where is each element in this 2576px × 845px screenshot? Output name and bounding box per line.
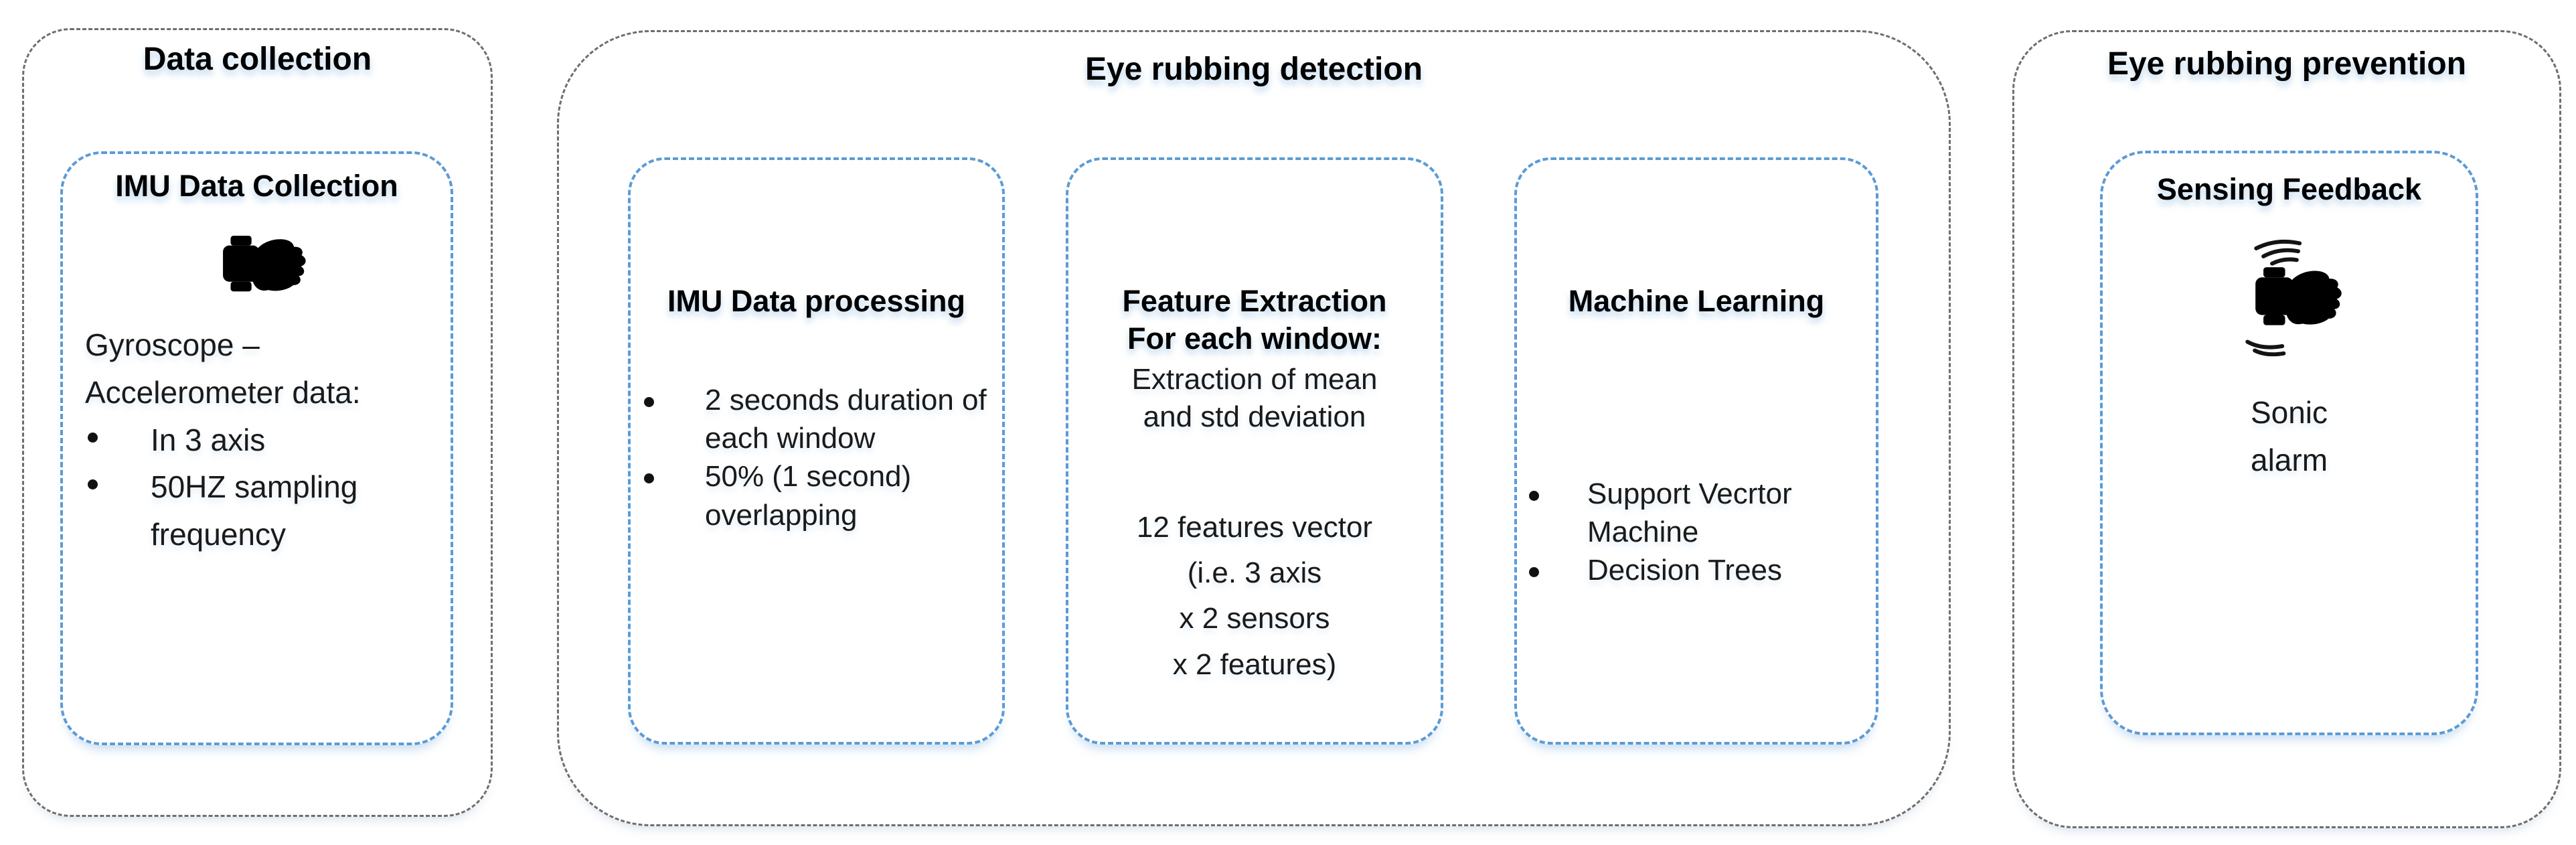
vibration-wave-top [2261, 248, 2300, 258]
section-eye-rubbing-detection: Eye rubbing detection IMU Data processin… [557, 30, 1951, 826]
machine-learning-bullets: Support Vecrtor Machine Decision Trees [1529, 475, 1865, 590]
bullet-dot [644, 473, 654, 484]
list-item: In 3 axis [85, 416, 441, 464]
bullet-dot [1529, 567, 1539, 578]
bullet-text: 2 seconds duration of each window [705, 384, 987, 455]
card-title-imu-data-collection: IMU Data Collection [115, 169, 398, 203]
list-item: Decision Trees [1529, 551, 1865, 589]
card-title-line: Feature Extraction [1122, 284, 1387, 318]
card-title-imu-data-processing: IMU Data processing [667, 284, 966, 318]
bullet-text: Decision Trees [1587, 554, 1783, 587]
machine-learning-card: Machine Learning Support Vecrtor Machine… [1514, 157, 1878, 745]
body-line: Sonic [2250, 395, 2328, 430]
feature-vector-body: 12 features vector (i.e. 3 axis x 2 sens… [1068, 505, 1441, 688]
vibration-wave-top [2269, 257, 2299, 266]
body-line: (i.e. 3 axis [1187, 556, 1322, 590]
vibrating-smartwatch-icon [2103, 232, 2476, 363]
body-line: Accelerometer data: [85, 374, 361, 410]
card-title-feature-extraction: Feature Extraction For each window: [1068, 283, 1441, 358]
section-data-collection: Data collection IMU Data Collection Gyro… [22, 28, 493, 817]
bullet-text: In 3 axis [151, 422, 266, 457]
vibration-wave-bottom [2252, 348, 2285, 357]
bullet-text: 50HZ sampling frequency [151, 469, 358, 552]
processing-bullets: 2 seconds duration of each window 50% (1… [644, 381, 990, 534]
body-line: Extraction of mean [1131, 363, 1378, 396]
list-item: Support Vecrtor Machine [1529, 475, 1865, 551]
imu-data-processing-card: IMU Data processing 2 seconds duration o… [628, 157, 1005, 745]
sensing-feedback-card: Sensing Feedback Sonic alarm [2100, 151, 2478, 735]
feature-extraction-body: Extraction of mean and std deviation [1068, 361, 1441, 437]
section-title-eye-rubbing-detection: Eye rubbing detection [1084, 52, 1423, 87]
bullet-dot [1529, 491, 1539, 501]
imu-data-collection-card: IMU Data Collection Gyroscope – Accelero… [60, 151, 453, 745]
bullet-dot [644, 397, 654, 407]
prevention-body: Sonic alarm [2103, 389, 2476, 484]
feature-extraction-card: Feature Extraction For each window: Extr… [1066, 157, 1443, 745]
list-item: 50HZ sampling frequency [85, 463, 441, 558]
card-title-machine-learning: Machine Learning [1568, 284, 1825, 318]
bullet-text: 50% (1 second) overlapping [705, 460, 912, 532]
body-line: x 2 features) [1172, 647, 1337, 681]
list-item: 2 seconds duration of each window [644, 381, 990, 457]
section-eye-rubbing-prevention: Eye rubbing prevention Sensing Feedback … [2012, 30, 2561, 828]
card-title-line: For each window: [1127, 321, 1382, 356]
body-line: Gyroscope – [85, 327, 260, 362]
data-collection-body: Gyroscope – Accelerometer data: In 3 axi… [85, 321, 441, 558]
bullet-dot [88, 479, 98, 490]
list-item: 50% (1 second) overlapping [644, 457, 990, 534]
body-line: x 2 sensors [1179, 602, 1330, 635]
vibration-wave-top [2253, 239, 2302, 250]
bullet-text: Support Vecrtor Machine [1587, 477, 1792, 549]
smartwatch-on-fist-icon [63, 234, 451, 304]
vibration-wave-bottom [2245, 339, 2284, 350]
body-line: and std deviation [1143, 400, 1366, 434]
body-line: alarm [2250, 442, 2328, 477]
section-title-eye-rubbing-prevention: Eye rubbing prevention [2107, 46, 2467, 82]
section-title-data-collection: Data collection [143, 42, 372, 77]
card-title-sensing-feedback: Sensing Feedback [2156, 172, 2422, 206]
bullet-dot [88, 432, 98, 443]
body-line: 12 features vector [1136, 511, 1373, 544]
data-collection-bullets: In 3 axis 50HZ sampling frequency [85, 416, 441, 558]
